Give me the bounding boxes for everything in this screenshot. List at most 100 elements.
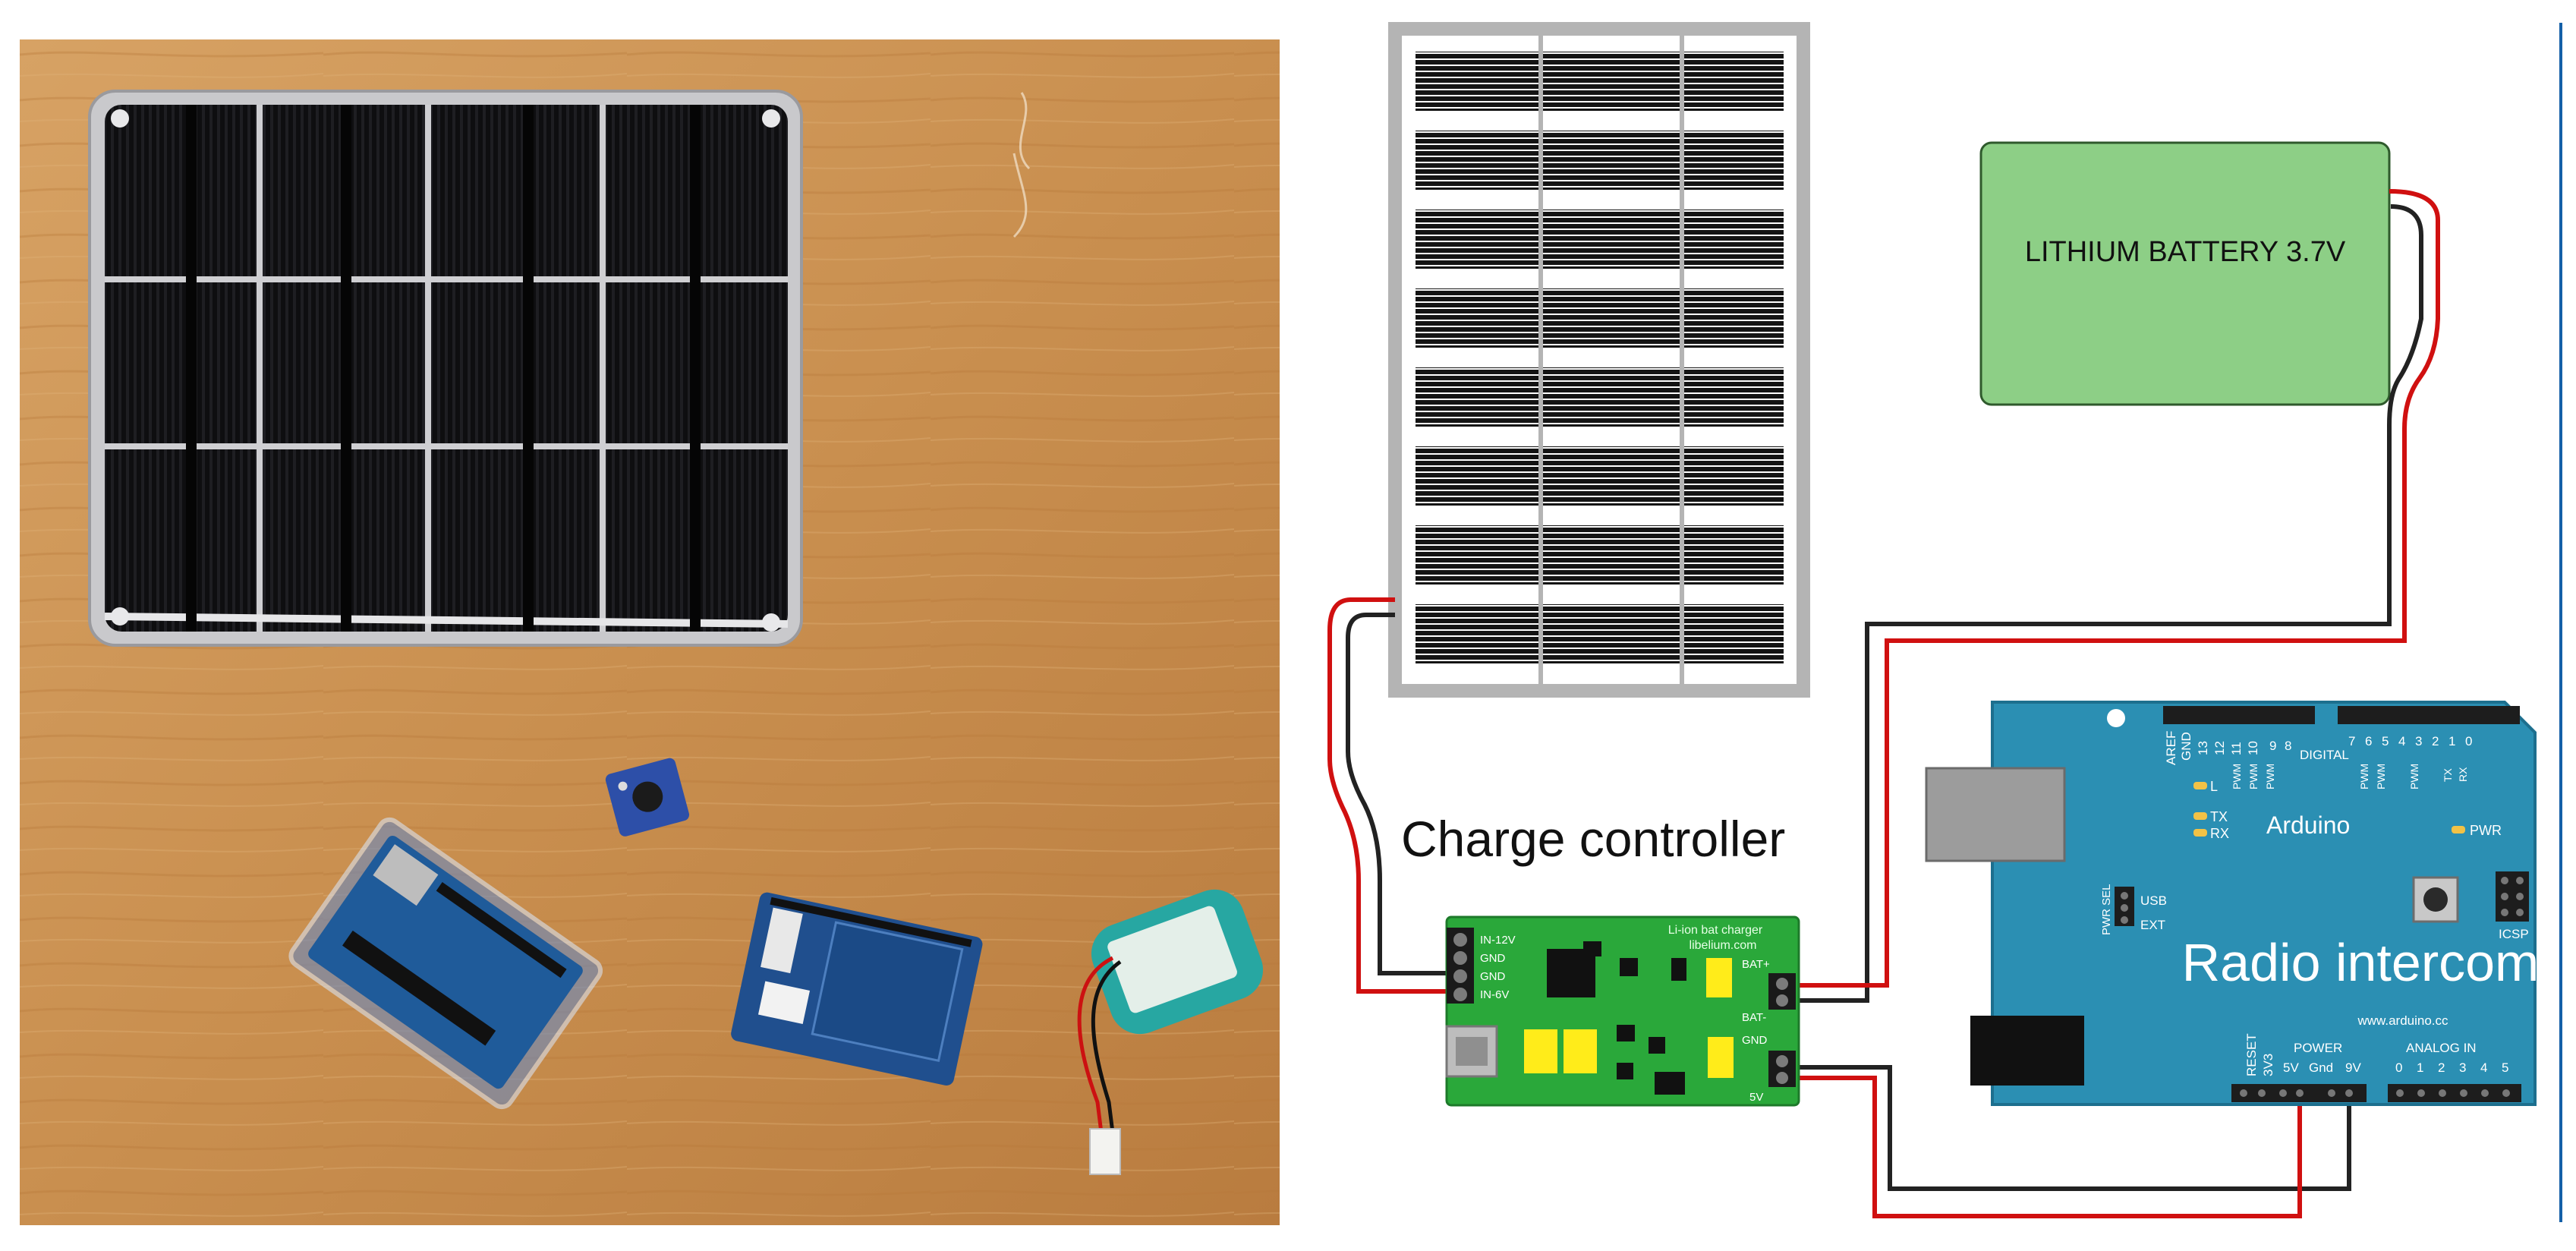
- battery-wire-red: [1768, 189, 2440, 988]
- arduino-url: www.arduino.cc: [2357, 1013, 2448, 1028]
- rx-label: RX: [2457, 767, 2469, 782]
- label-11: 11: [2229, 742, 2244, 755]
- arduino-board: AREF GND 13 12 11 10 9 8 DIGITAL 7 6 5 4…: [1925, 701, 2540, 1106]
- lithium-battery: LITHIUM BATTERY 3.7V: [1979, 141, 2391, 406]
- analog-0: 0: [2395, 1060, 2402, 1075]
- led-indicators: [2193, 782, 2465, 837]
- label-digital: DIGITAL: [2300, 748, 2349, 762]
- reset-button: [2412, 876, 2459, 923]
- charge-controller-board: Li-ion bat charger libelium.com IN-12V G…: [1445, 915, 1800, 1107]
- pin-bat-plus: BAT+: [1742, 958, 1770, 971]
- solar-wire-red: [1327, 597, 1447, 994]
- charge-controller-label: Charge controller: [1401, 811, 1785, 867]
- controller-title-1: Li-ion bat charger: [1668, 924, 1763, 937]
- arduino-power-jack: [1970, 1016, 2084, 1086]
- 5v-label: 5V: [2283, 1060, 2299, 1075]
- capacitor-yellow-4: [1708, 1037, 1734, 1078]
- regulator-chip: [1547, 949, 1595, 997]
- power-label: POWER: [2294, 1041, 2342, 1055]
- pwm-label-6: PWM: [2408, 764, 2420, 789]
- pwm-label-3: PWM: [2264, 764, 2276, 789]
- pwm-label-2: PWM: [2247, 764, 2260, 789]
- arduino-wire-black: [1768, 1065, 2351, 1191]
- label-9: 9: [2269, 739, 2276, 753]
- analog-3: 3: [2459, 1060, 2466, 1075]
- digital-header-labels: AREF GND 13 12 11 10 9 8 DIGITAL 7 6 5 4…: [2164, 731, 2472, 765]
- led-label-l: L: [2210, 779, 2218, 794]
- label-10: 10: [2246, 741, 2260, 755]
- battery-label: LITHIUM BATTERY 3.7V: [2025, 236, 2346, 268]
- photo-battery-pack: [1077, 889, 1264, 1175]
- battery-wires: [1768, 189, 2440, 1003]
- label-6: 6: [2365, 734, 2372, 748]
- label-gnd: GND: [2179, 732, 2193, 761]
- digital-header-right: [2338, 706, 2520, 724]
- photo-shield-board: [731, 892, 983, 1086]
- 9v-label: 9V: [2345, 1060, 2361, 1075]
- pwm-label-4: PWM: [2358, 764, 2370, 789]
- pin-in-6v: IN-6V: [1480, 988, 1509, 1001]
- wiring-diagram: LITHIUM BATTERY 3.7V Charge controller L…: [1327, 22, 2562, 1222]
- label-1: 1: [2448, 734, 2455, 748]
- power-pins: [2240, 1089, 2353, 1097]
- arduino-wires: [1768, 1065, 2351, 1218]
- 3v3-label: 3V3: [2261, 1054, 2275, 1076]
- controller-title-2: libelium.com: [1690, 939, 1757, 952]
- usb-label: USB: [2140, 893, 2167, 908]
- photo-solar-panel: [88, 90, 803, 647]
- gnd-power-label: Gnd: [2309, 1060, 2333, 1075]
- arduino-usb-connector: [1925, 767, 2066, 862]
- usb-port: [1445, 1025, 1498, 1078]
- pwr-sel-label: PWR SEL: [2100, 884, 2113, 935]
- radio-intercom-label: Radio intercom: [2182, 933, 2540, 992]
- photo-sensor-module: [605, 758, 690, 837]
- solar-panel-cells: [1416, 52, 1784, 663]
- pin-gnd-1: GND: [1480, 952, 1506, 965]
- label-aref: AREF: [2164, 731, 2178, 765]
- ext-label: EXT: [2140, 918, 2165, 932]
- label-3: 3: [2415, 734, 2422, 748]
- capacitor-yellow-1: [1706, 958, 1732, 997]
- label-5: 5: [2382, 734, 2389, 748]
- led-label-tx: TX: [2210, 809, 2228, 824]
- battery-wire-black: [1768, 204, 2423, 1003]
- label-2: 2: [2432, 734, 2439, 748]
- pwm-labels: PWM PWM PWM PWM PWM PWM TX RX: [2231, 764, 2469, 789]
- arduino-name: Arduino: [2266, 811, 2350, 839]
- pin-bat-minus: BAT-: [1742, 1011, 1766, 1024]
- label-8: 8: [2285, 739, 2291, 753]
- label-4: 4: [2398, 734, 2405, 748]
- label-13: 13: [2196, 741, 2210, 755]
- pin-5v: 5V: [1749, 1091, 1763, 1104]
- tx-label: TX: [2442, 767, 2454, 782]
- solar-wire-black: [1346, 613, 1447, 975]
- analog-1: 1: [2417, 1060, 2423, 1075]
- analog-4: 4: [2480, 1060, 2487, 1075]
- label-12: 12: [2212, 741, 2227, 755]
- led-label-rx: RX: [2210, 826, 2229, 841]
- label-7: 7: [2348, 734, 2355, 748]
- pwm-label-1: PWM: [2231, 764, 2243, 789]
- icsp-header: [2496, 871, 2529, 922]
- analog-header: [2388, 1084, 2521, 1102]
- capacitor-yellow-2: [1524, 1029, 1557, 1073]
- components-photo: [20, 39, 1280, 1225]
- capacitor-yellow-3: [1564, 1029, 1597, 1073]
- analog-5: 5: [2502, 1060, 2508, 1075]
- pin-gnd-2: GND: [1480, 970, 1506, 983]
- digital-header-left: [2163, 706, 2315, 724]
- pwm-label-5: PWM: [2375, 764, 2387, 789]
- analog-in-label: ANALOG IN: [2406, 1041, 2477, 1055]
- photo-arduino-board: [288, 817, 603, 1110]
- analog-pins: [2396, 1089, 2510, 1097]
- pin-gnd-out: GND: [1742, 1034, 1768, 1047]
- analog-2: 2: [2438, 1060, 2445, 1075]
- label-0: 0: [2465, 734, 2472, 748]
- arduino-wire-red: [1768, 1076, 2302, 1218]
- solar-wires: [1327, 597, 1447, 994]
- solar-panel: [1388, 22, 1810, 698]
- reset-label: RESET: [2244, 1033, 2259, 1076]
- led-label-pwr: PWR: [2470, 823, 2502, 838]
- icsp-label: ICSP: [2499, 927, 2529, 941]
- pin-in-12v: IN-12V: [1480, 934, 1516, 947]
